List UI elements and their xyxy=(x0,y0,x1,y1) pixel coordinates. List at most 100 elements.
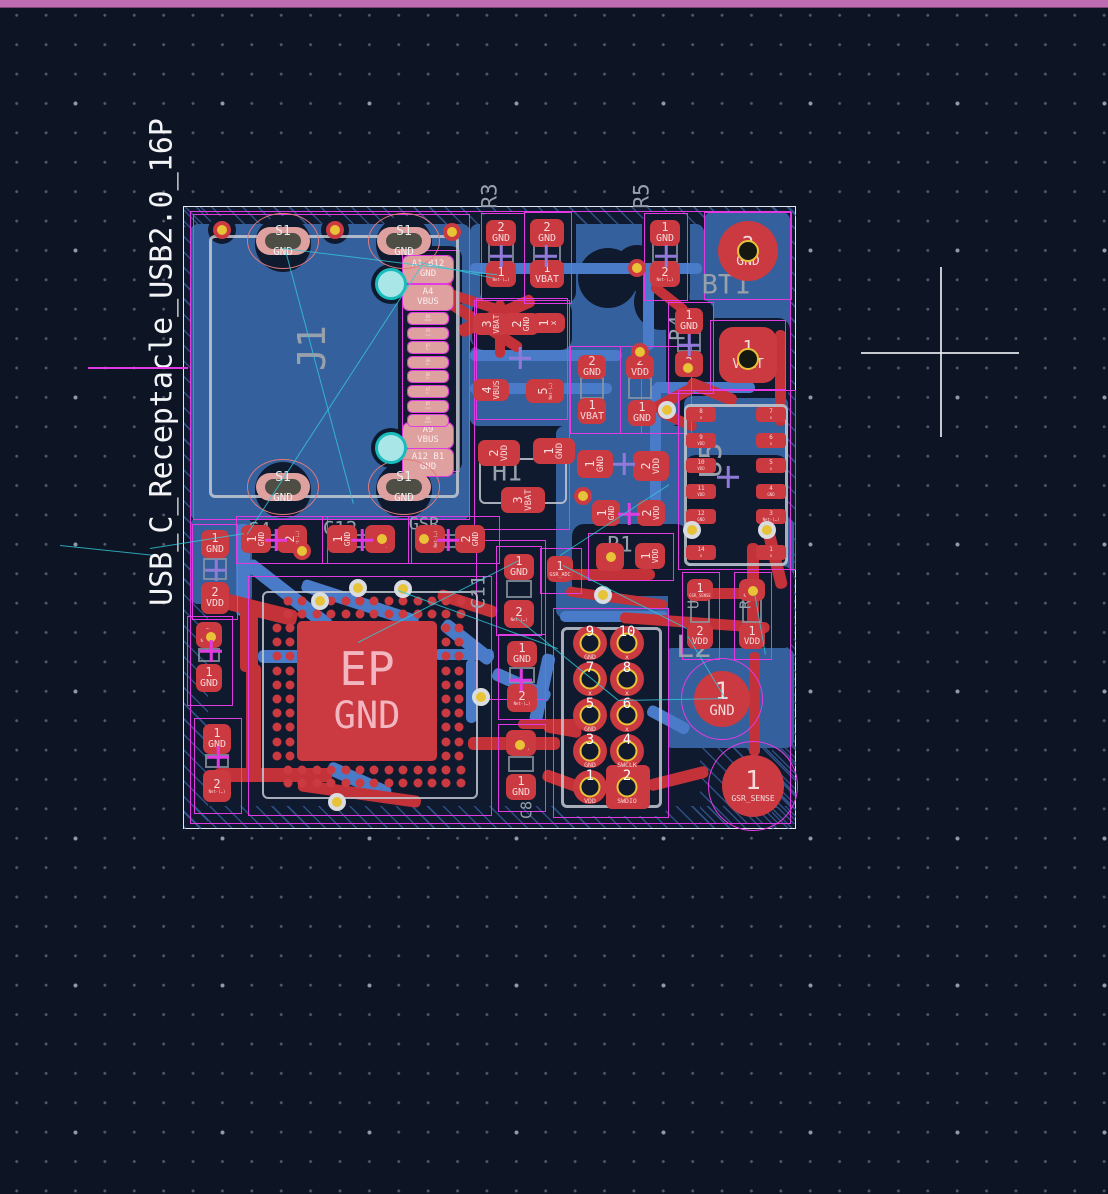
qfn-pin-pad[interactable] xyxy=(384,609,394,619)
via[interactable] xyxy=(683,521,701,539)
qfn-pin-pad[interactable] xyxy=(272,751,282,761)
qfn-pin-pad[interactable] xyxy=(285,694,295,704)
qfn-pin-pad[interactable] xyxy=(297,765,307,775)
qfn-pin-pad[interactable] xyxy=(341,609,351,619)
qfn-pin-pad[interactable] xyxy=(413,609,423,619)
via[interactable] xyxy=(443,223,461,241)
qfn-pin-pad[interactable] xyxy=(369,596,379,606)
qfn-pin-pad[interactable] xyxy=(369,609,379,619)
via[interactable] xyxy=(574,487,592,505)
qfn-pin-pad[interactable] xyxy=(312,778,322,788)
via[interactable] xyxy=(349,579,367,597)
qfn-pin-pad[interactable] xyxy=(355,778,365,788)
qfn-pin-pad[interactable] xyxy=(441,737,451,747)
qfn-pin-pad[interactable] xyxy=(297,596,307,606)
qfn-pin-pad[interactable] xyxy=(272,666,282,676)
qfn-pin-pad[interactable] xyxy=(341,765,351,775)
via[interactable] xyxy=(293,542,311,560)
qfn-pin-pad[interactable] xyxy=(441,765,451,775)
qfn-pin-pad[interactable] xyxy=(312,765,322,775)
via[interactable] xyxy=(594,586,612,604)
qfn-pin-pad[interactable] xyxy=(456,596,466,606)
qfn-pin-pad[interactable] xyxy=(369,778,379,788)
refdes-c8[interactable]: C8 xyxy=(517,800,536,820)
via[interactable] xyxy=(311,592,329,610)
qfn-pin-pad[interactable] xyxy=(454,623,464,633)
qfn-pin-pad[interactable] xyxy=(427,765,437,775)
qfn-pin-pad[interactable] xyxy=(441,623,451,633)
qfn-pin-pad[interactable] xyxy=(272,737,282,747)
qfn-pin-pad[interactable] xyxy=(285,708,295,718)
qfn-pin-pad[interactable] xyxy=(285,666,295,676)
qfn-pin-pad[interactable] xyxy=(272,708,282,718)
qfn-pin-pad[interactable] xyxy=(297,778,307,788)
qfn-pin-pad[interactable] xyxy=(283,778,293,788)
qfn-pin-pad[interactable] xyxy=(427,596,437,606)
qfn-pin-pad[interactable] xyxy=(341,778,351,788)
qfn-pin-pad[interactable] xyxy=(312,609,322,619)
qfn-pin-pad[interactable] xyxy=(398,609,408,619)
qfn-pin-pad[interactable] xyxy=(326,596,336,606)
qfn-pin-pad[interactable] xyxy=(326,609,336,619)
via[interactable] xyxy=(631,343,649,361)
qfn-pin-pad[interactable] xyxy=(413,596,423,606)
qfn-pin-pad[interactable] xyxy=(441,666,451,676)
qfn-pin-pad[interactable] xyxy=(285,651,295,661)
qfn-pin-pad[interactable] xyxy=(272,722,282,732)
qfn-pin-pad[interactable] xyxy=(341,596,351,606)
qfn-pin-pad[interactable] xyxy=(454,722,464,732)
qfn-pin-pad[interactable] xyxy=(427,778,437,788)
qfn-pin-pad[interactable] xyxy=(454,637,464,647)
via[interactable] xyxy=(202,628,220,646)
qfn-pin-pad[interactable] xyxy=(413,778,423,788)
qfn-pin-pad[interactable] xyxy=(283,609,293,619)
via[interactable] xyxy=(326,221,344,239)
qfn-pin-pad[interactable] xyxy=(285,722,295,732)
qfn-pin-pad[interactable] xyxy=(384,765,394,775)
qfn-pin-pad[interactable] xyxy=(384,778,394,788)
qfn-pin-pad[interactable] xyxy=(454,651,464,661)
qfn-pin-pad[interactable] xyxy=(454,708,464,718)
qfn-pin-pad[interactable] xyxy=(441,680,451,690)
qfn-pin-pad[interactable] xyxy=(285,751,295,761)
qfn-pin-pad[interactable] xyxy=(355,765,365,775)
qfn-pin-pad[interactable] xyxy=(355,596,365,606)
qfn-pin-pad[interactable] xyxy=(384,596,394,606)
qfn-pin-pad[interactable] xyxy=(441,651,451,661)
